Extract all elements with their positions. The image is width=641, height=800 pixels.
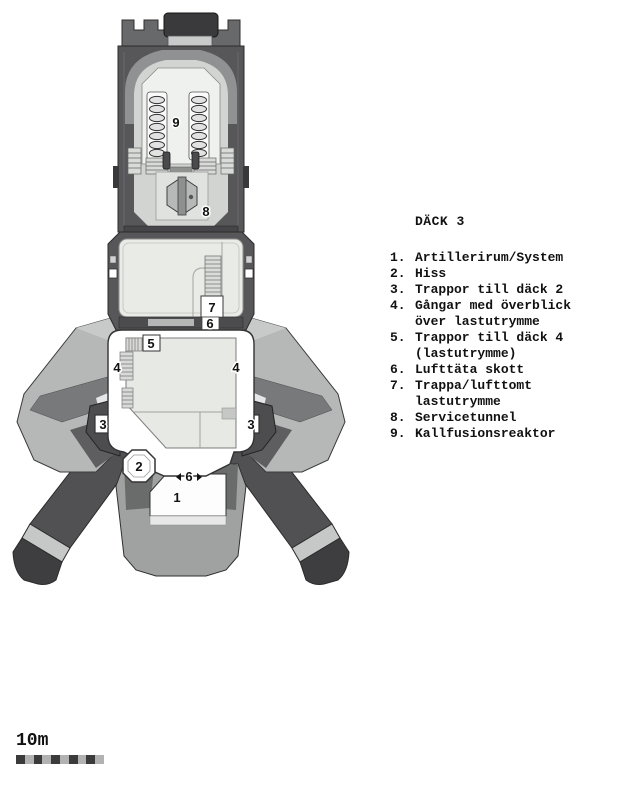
legend-label: Trappor till däck 2 bbox=[415, 282, 564, 297]
marker-4-left: 4 bbox=[113, 360, 121, 375]
legend-num: 4. bbox=[390, 298, 406, 313]
marker-6-upper: 6 bbox=[206, 316, 213, 331]
stair-to-deck4 bbox=[204, 255, 222, 303]
legend: DÄCK 3 1. Artillerirum/System 2. Hiss 3.… bbox=[390, 214, 620, 442]
marker-3-left: 3 bbox=[99, 417, 106, 432]
marker-1: 1 bbox=[173, 490, 180, 505]
scale-segment bbox=[51, 755, 60, 764]
marker-4-right: 4 bbox=[232, 360, 240, 375]
stair-top-left bbox=[125, 337, 143, 352]
scale-segment bbox=[24, 755, 34, 764]
legend-label: Gångar med överblick över lastutrymme bbox=[415, 298, 572, 329]
scale-segment bbox=[16, 755, 25, 764]
reactor-hatches bbox=[127, 147, 235, 175]
mid-room bbox=[107, 231, 255, 331]
scale-segment bbox=[68, 755, 78, 764]
marker-box-5 bbox=[142, 334, 161, 352]
deck-plan-diagram: 9 8 7 6 5 4 4 3 3 2 6 1 bbox=[12, 12, 350, 585]
marker-8: 8 bbox=[202, 204, 209, 219]
legend-label: Trappa/lufttomt lastutrymme bbox=[415, 378, 533, 409]
scale-bar: 10m bbox=[16, 731, 104, 764]
legend-item-4: 4. Gångar med överblick över lastutrymme bbox=[390, 298, 620, 330]
marker-5: 5 bbox=[147, 336, 154, 351]
legend-num: 7. bbox=[390, 378, 406, 393]
reactor-coil-left bbox=[149, 95, 165, 158]
arrow-right-icon bbox=[197, 473, 202, 481]
marker-3-right: 3 bbox=[247, 417, 254, 432]
legend-item-5: 5. Trappor till däck 4 (lastutrymme) bbox=[390, 330, 620, 362]
scale-label: 10m bbox=[16, 731, 49, 751]
legend-item-2: 2. Hiss bbox=[390, 266, 620, 282]
nose-block bbox=[163, 12, 219, 38]
legend-item-8: 8. Servicetunnel bbox=[390, 410, 620, 426]
arrow-left-icon bbox=[176, 473, 181, 481]
marker-6-lower: 6 bbox=[185, 469, 192, 484]
legend-label: Servicetunnel bbox=[415, 410, 517, 425]
legend-item-7: 7. Trappa/lufttomt lastutrymme bbox=[390, 378, 620, 410]
legend-item-1: 1. Artillerirum/System bbox=[390, 250, 620, 266]
scale-segment bbox=[33, 755, 43, 764]
legend-num: 2. bbox=[390, 266, 406, 281]
marker-9: 9 bbox=[172, 115, 179, 130]
legend-num: 3. bbox=[390, 282, 406, 297]
legend-num: 6. bbox=[390, 362, 406, 377]
ladder-left-wall bbox=[119, 351, 134, 409]
legend-label: Trappor till däck 4 (lastutrymme) bbox=[415, 330, 564, 361]
legend-label: Hiss bbox=[415, 266, 447, 281]
markers: 9 8 7 6 5 4 4 3 3 2 6 1 bbox=[98, 114, 256, 507]
legend-num: 1. bbox=[390, 250, 406, 265]
legend-title: DÄCK 3 bbox=[415, 214, 465, 229]
legend-num: 9. bbox=[390, 426, 406, 441]
legend-label: Artillerirum/System bbox=[415, 250, 564, 265]
legend-num: 8. bbox=[390, 410, 406, 425]
scale-segment bbox=[77, 755, 87, 764]
marker-7: 7 bbox=[208, 300, 215, 315]
legend-item-3: 3. Trappor till däck 2 bbox=[390, 282, 620, 298]
legend-item-6: 6. Lufttäta skott bbox=[390, 362, 620, 378]
marker-2: 2 bbox=[135, 459, 142, 474]
legend-num: 5. bbox=[390, 330, 406, 345]
reactor-room bbox=[127, 67, 235, 175]
scale-segment bbox=[59, 755, 69, 764]
scale-segment bbox=[95, 755, 104, 764]
scale-segment bbox=[86, 755, 96, 764]
scale-segment bbox=[42, 755, 52, 764]
scale-strip bbox=[16, 755, 104, 764]
artillery-room bbox=[149, 473, 227, 517]
legend-label: Kallfusionsreaktor bbox=[415, 426, 556, 441]
walkway-ring bbox=[107, 329, 255, 483]
legend-item-9: 9. Kallfusionsreaktor bbox=[390, 426, 620, 442]
legend-label: Lufttäta skott bbox=[415, 362, 525, 377]
service-tunnel bbox=[155, 171, 209, 221]
